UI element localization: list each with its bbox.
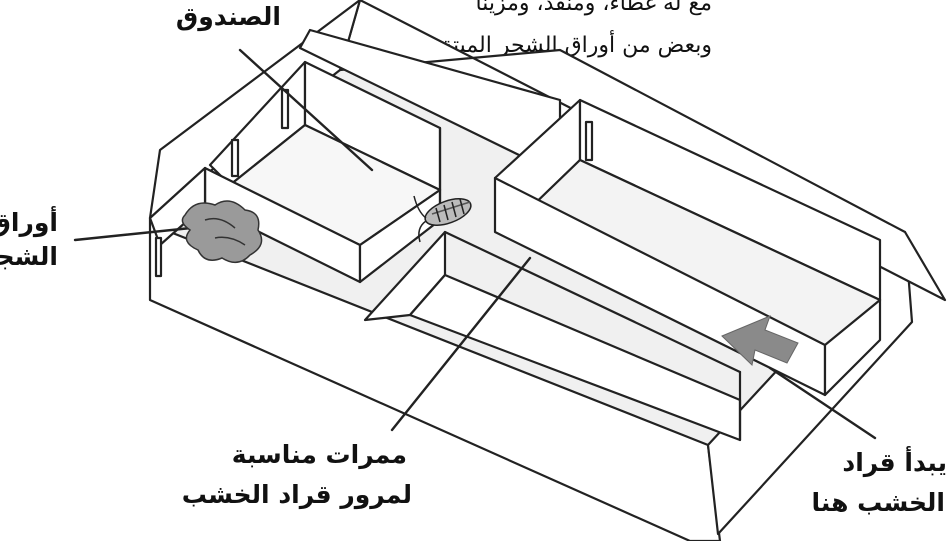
label-leaves-line-1: أوراق <box>0 208 58 237</box>
top-text-line-1: مع له غطاء، ومنفذ، ومزيناً <box>475 0 713 16</box>
dead-leaves-icon <box>181 200 263 264</box>
label-corridors-line-1: ممرات مناسبة <box>231 440 407 469</box>
pointer-start <box>768 366 877 440</box>
label-start-line-1: يبدأ قراد <box>842 448 947 477</box>
start-arrow-icon <box>721 315 799 366</box>
label-leaves-line-2: الشجر <box>0 242 58 271</box>
pointer-box <box>238 48 374 172</box>
woodlouse-icon <box>413 195 472 243</box>
label-start-line-2: الخشب هنا <box>811 488 945 517</box>
pointer-corridors <box>390 256 532 432</box>
inner-back-wall <box>298 28 562 177</box>
label-box: الصندوق <box>175 2 281 31</box>
top-text-line-2: وبعض من أوراق الشجر الميتة. <box>434 33 712 58</box>
label-corridors-line-2: لمرور قراد الخشب <box>181 480 412 509</box>
right-room-side <box>823 298 882 397</box>
